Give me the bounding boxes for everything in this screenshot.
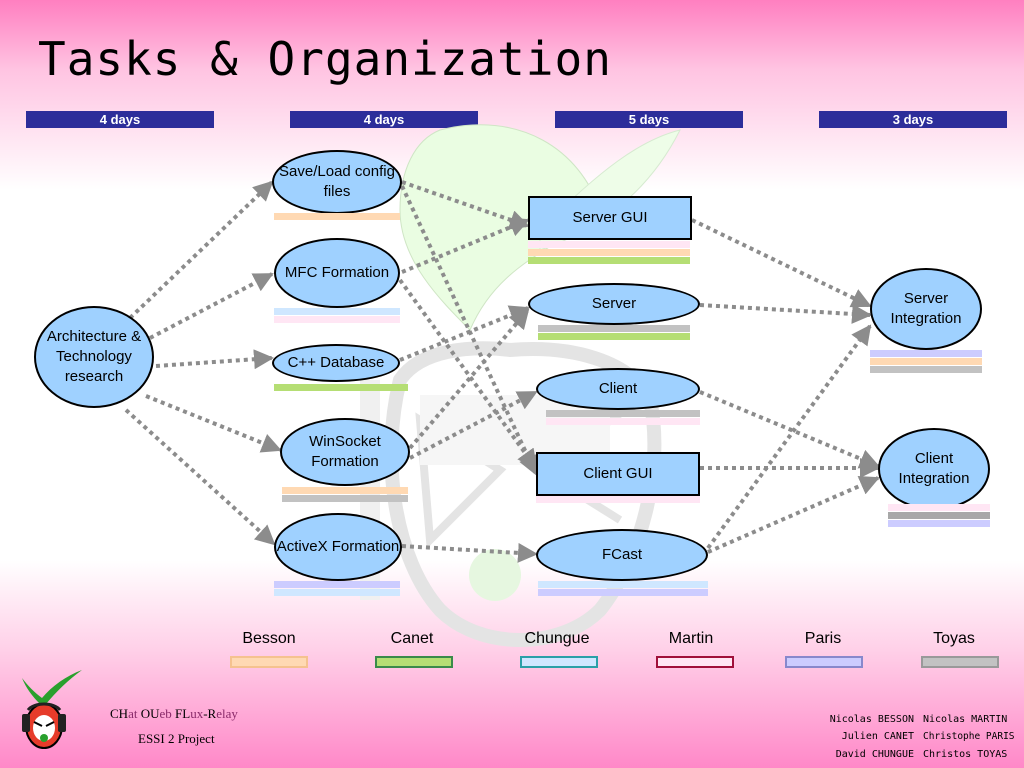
assignment-chip-besson [528,249,690,256]
arrow-mfc-clientgui [398,278,538,470]
assignment-chip-martin [274,316,400,323]
node-winsocket: WinSocket Formation [280,418,410,486]
node-activex: ActiveX Formation [274,513,402,581]
assignment-chip-martin [528,241,690,248]
credit-name: Nicolas MARTIN [923,714,1008,725]
arrow-server-serverint [699,303,872,324]
node-cpp-database: C++ Database [272,344,400,382]
arrow-saveload-servergui [401,180,530,230]
legend-swatch-toyas [921,656,999,668]
assignment-chip-besson [282,487,408,494]
node-architecture: Architecture & Technology research [34,306,154,408]
project-subtitle: ESSI 2 Project [138,731,215,746]
assignment-chip-chungue [538,581,708,588]
node-mfc: MFC Formation [274,238,400,308]
phase-bar-3: 5 days [555,111,743,128]
arrow-activex-fcast [401,542,538,563]
assignment-chip-toyas [546,410,700,417]
assignment-chip-besson [274,213,400,220]
legend-label-chungue: Chungue [524,630,590,647]
assignment-chip-toyas [282,495,408,502]
arrow-mfc-servergui [401,217,530,274]
legend-label-canet: Canet [390,630,434,647]
project-title: CHat OUeb FLux-Relay [110,706,238,721]
node-server-gui: Server GUI [528,196,692,240]
assignment-chip-paris [538,589,708,596]
mascot-logo-icon [22,670,82,749]
assignment-chip-toyas [538,325,690,332]
credit-name: Christophe PARIS [923,731,1015,742]
arrow-arch-cppdb [155,349,274,370]
credit-name: Christos TOYAS [923,749,1008,760]
legend-swatch-chungue [520,656,598,668]
node-server: Server [528,283,700,325]
arrow-servergui-serverint [691,218,872,308]
arrow-arch-saveload [128,180,274,320]
legend-swatch-martin [656,656,734,668]
assignment-chip-canet [528,257,690,264]
legend-label-paris: Paris [804,630,842,647]
arrow-arch-activex [124,408,276,546]
phase-bar-2: 4 days [290,111,478,128]
arrow-arch-mfc [149,272,274,340]
assignment-chip-toyas [888,512,990,519]
credit-name: Julien CANET [841,731,914,742]
node-save-load: Save/Load config files [272,150,402,214]
arrow-cppdb-server [399,305,530,362]
arrow-client-clientint [699,390,880,469]
assignment-chip-paris [888,520,990,527]
arrow-fcast-clientint [707,476,880,554]
node-client-integration: Client Integration [878,428,990,510]
node-client: Client [536,368,700,410]
arrow-fcast-serverint [706,324,872,550]
arrow-winsocket-server [408,308,530,450]
credit-name: Nicolas BESSON [829,714,914,725]
arrow-arch-winsocket [145,394,282,453]
node-server-integration: Server Integration [870,268,982,350]
phase-bar-4: 3 days [819,111,1007,128]
legend-swatch-canet [375,656,453,668]
assignment-chip-paris [274,581,400,588]
credit-name: David CHUNGUE [835,749,914,760]
assignment-chip-martin [888,504,990,511]
page-title: Tasks & Organization [38,32,612,86]
node-client-gui: Client GUI [536,452,700,496]
assignment-chip-besson [870,358,982,365]
assignment-chip-chungue [274,308,400,315]
phase-bar-1: 4 days [26,111,214,128]
assignment-chip-canet [274,384,408,391]
assignment-chip-martin [536,496,700,503]
leaf-decoration [399,124,601,331]
legend-swatch-paris [785,656,863,668]
legend-label-toyas: Toyas [933,630,975,647]
legend-swatch-besson [230,656,308,668]
assignment-chip-martin [546,418,700,425]
node-fcast: FCast [536,529,708,581]
assignment-chip-toyas [870,366,982,373]
legend-label-martin: Martin [668,630,714,647]
legend-label-besson: Besson [242,630,296,647]
assignment-chip-canet [538,333,690,340]
assignment-chip-chungue [274,589,400,596]
assignment-chip-paris [870,350,982,357]
arrow-saveload-clientgui [400,185,538,476]
